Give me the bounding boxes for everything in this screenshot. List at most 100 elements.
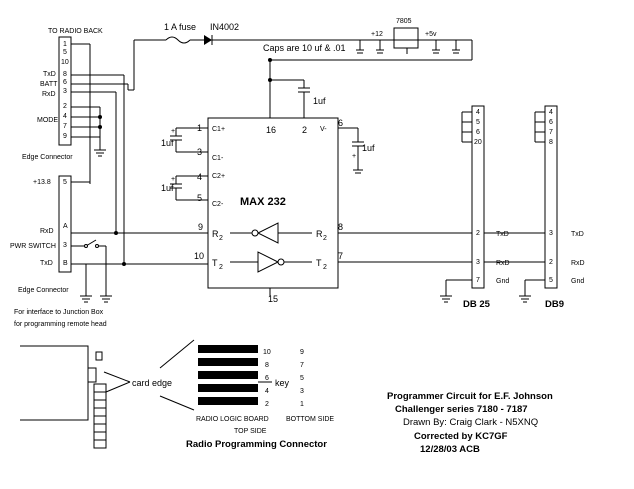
contact-pad — [198, 345, 258, 353]
diode-label: IN4002 — [210, 22, 239, 32]
pin-label: A — [63, 223, 68, 230]
pin-label: 5 — [63, 49, 67, 56]
contact-pad — [198, 384, 258, 392]
pin-label: B — [63, 260, 68, 267]
gnd-label: Gnd — [496, 278, 509, 285]
pad-num: 6 — [265, 375, 269, 382]
rxd-label: RxD — [42, 91, 56, 98]
key-label: key — [275, 378, 290, 388]
pin-t2-out: T — [316, 258, 322, 268]
pin-label: 4 — [549, 109, 553, 116]
pin-label: 6 — [549, 119, 553, 126]
cap-label: 1uf — [313, 96, 326, 106]
pwr-connector-caption: Edge Connector — [18, 287, 69, 294]
pin-label: 5 — [63, 179, 67, 186]
pin-num: 7 — [338, 251, 343, 261]
pin-num: 15 — [268, 294, 278, 304]
subscript: 2 — [323, 235, 327, 242]
cap-plus: + — [352, 153, 356, 160]
radio-back-title: TO RADIO BACK — [48, 28, 103, 35]
pin-label: 10 — [61, 59, 69, 66]
pin-label: 4 — [63, 113, 67, 120]
pin-label: 7 — [549, 129, 553, 136]
db25-connector: 4 5 6 20 2 3 7 TxD RxD Gnd DB 25 — [440, 105, 545, 310]
subscript: 2 — [219, 235, 223, 242]
pin-label: 3 — [549, 230, 553, 237]
radio-back-connector: TO RADIO BACK 1 5 10 8 6 3 2 4 7 9 TxD B… — [22, 28, 128, 184]
pin-num: 10 — [194, 251, 204, 261]
pin-label: 3 — [63, 242, 67, 249]
pwr-connector: 5 A 3 B +13.8 RxD PWR SWITCH TxD Edge Co… — [10, 39, 200, 328]
regulator-7805 — [393, 27, 419, 49]
pwr-switch-label: PWR SWITCH — [10, 243, 56, 250]
pad-num: 4 — [265, 388, 269, 395]
pin-label: 5 — [476, 119, 480, 126]
receiver-inverter — [256, 222, 279, 244]
card-edge-drawing: card edge 10 8 6 4 2 9 7 5 3 1 key RADIO… — [20, 339, 334, 450]
txd-label: TxD — [40, 260, 53, 267]
pad-num: 7 — [300, 362, 304, 369]
pin-label: 3 — [476, 259, 480, 266]
rxd-label: RxD — [571, 260, 585, 267]
credits-line3: Drawn By: Craig Clark - N5XNQ — [403, 417, 538, 428]
pad-num: 8 — [265, 362, 269, 369]
pin-label: 2 — [63, 103, 67, 110]
pin-num: 9 — [198, 222, 203, 232]
pad-num: 10 — [263, 349, 271, 356]
reg-label: 7805 — [396, 18, 412, 25]
credits-block: Programmer Circuit for E.F. Johnson Chal… — [387, 391, 553, 455]
pin-label: 1 — [63, 41, 67, 48]
rxd-label: RxD — [40, 228, 54, 235]
caps-note: Caps are 10 uf & .01 — [263, 43, 346, 53]
max232-name: MAX 232 — [240, 196, 286, 208]
credits-line5: 12/28/03 ACB — [420, 444, 480, 455]
pin-vminus: V- — [320, 126, 327, 133]
pad-num: 1 — [300, 401, 304, 408]
pin-label: 2 — [476, 230, 480, 237]
pin-label: 8 — [549, 139, 553, 146]
max232-body — [207, 117, 339, 289]
pwr-connector-body — [58, 175, 72, 273]
contact-pad — [198, 397, 258, 405]
fuse-symbol — [165, 36, 191, 44]
cap-label: 1uf — [161, 183, 174, 193]
pin-label: 6 — [63, 79, 67, 86]
v138-label: +13.8 — [33, 179, 51, 186]
card-edge-label: card edge — [132, 378, 172, 388]
pin-r2-out: R — [316, 229, 323, 239]
power-section: 1 A fuse IN4002 Caps are 10 uf & .01 +12… — [164, 18, 473, 118]
pin-label: 9 — [63, 133, 67, 140]
pin-c2p: C2+ — [212, 173, 225, 180]
fuse-label: 1 A fuse — [164, 22, 196, 32]
v5-label: +5v — [425, 31, 437, 38]
radio-back-caption: Edge Connector — [22, 154, 73, 161]
credits-line4: Corrected by KC7GF — [414, 431, 508, 442]
diode-symbol — [204, 35, 212, 45]
pad-num: 3 — [300, 388, 304, 395]
contact-pad — [198, 371, 258, 379]
cap-label: 1uf — [362, 143, 375, 153]
txd-label: TxD — [43, 71, 56, 78]
gnd-label: Gnd — [571, 278, 584, 285]
cap-plus: + — [171, 128, 175, 135]
pin-label: 7 — [476, 277, 480, 284]
cap-label: 1uf — [161, 138, 174, 148]
pin-num: 16 — [266, 125, 276, 135]
top-side-label: TOP SIDE — [234, 428, 267, 435]
batt-label: BATT — [40, 81, 58, 88]
credits-line2: Challenger series 7180 - 7187 — [395, 404, 528, 415]
pin-label: 3 — [63, 88, 67, 95]
bypass-caps — [356, 40, 460, 54]
txd-label: TxD — [496, 231, 509, 238]
pin-num: 5 — [197, 193, 202, 203]
card-key-block — [87, 367, 97, 383]
db25-body — [471, 105, 485, 289]
cap-plus: + — [171, 176, 175, 183]
pin-label: 5 — [549, 277, 553, 284]
connector-title: Radio Programming Connector — [186, 439, 327, 450]
pin-t2-in: T — [212, 258, 218, 268]
bottom-side-label: BOTTOM SIDE — [286, 416, 334, 423]
pad-num: 9 — [300, 349, 304, 356]
pin-c2m: C2- — [212, 201, 224, 208]
